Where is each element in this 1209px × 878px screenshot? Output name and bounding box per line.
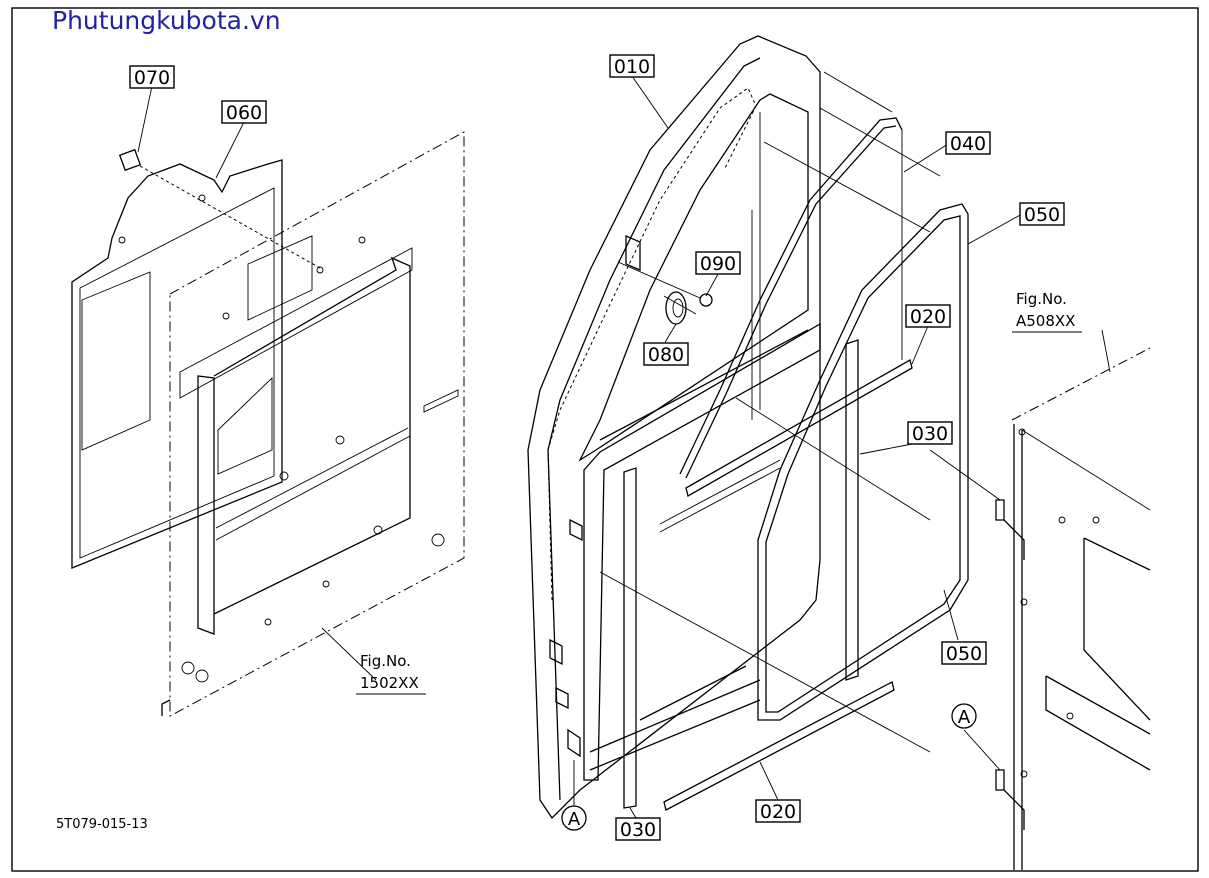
bolt-090 [617, 261, 713, 307]
svg-text:Fig.No.: Fig.No. [360, 652, 411, 670]
seal-strip-040 [679, 71, 903, 479]
svg-text:060: 060 [226, 102, 262, 124]
part-label-050-bottom: 050 [941, 641, 987, 665]
door-frame-010 [527, 35, 821, 820]
marker-a-right: A [951, 703, 977, 729]
svg-text:020: 020 [910, 306, 946, 328]
svg-text:A: A [958, 707, 971, 728]
channel-030-left [623, 467, 637, 809]
svg-text:030: 030 [912, 423, 948, 445]
drawing-frame [11, 7, 1199, 872]
mount-panel [161, 131, 465, 717]
part-label-030-left: 030 [615, 817, 661, 841]
drawing-code: 5T079-015-13 [56, 817, 148, 832]
watermark: Phutungkubota.vn [52, 6, 281, 35]
svg-text:030: 030 [620, 819, 656, 841]
svg-text:080: 080 [648, 344, 684, 366]
fig-ref-1502xx: Fig.No. 1502XX [356, 652, 426, 695]
part-label-040: 040 [945, 131, 991, 155]
svg-text:Fig.No.: Fig.No. [1016, 290, 1067, 308]
part-label-070: 070 [129, 65, 175, 89]
svg-text:020: 020 [760, 801, 796, 823]
strip-020-lower [663, 681, 895, 811]
svg-text:050: 050 [1024, 204, 1060, 226]
svg-text:A: A [568, 809, 581, 830]
svg-text:A508XX: A508XX [1016, 312, 1075, 330]
svg-text:010: 010 [614, 56, 650, 78]
svg-text:070: 070 [134, 67, 170, 89]
screen-panel-060 [71, 159, 283, 569]
latch-080 [663, 291, 697, 325]
part-label-010: 010 [609, 54, 655, 78]
strip-020-upper [659, 359, 913, 533]
svg-text:1502XX: 1502XX [360, 674, 419, 692]
window-pane-050 [757, 203, 969, 721]
marker-a-left: A [561, 760, 587, 831]
part-label-030-right: 030 [907, 421, 953, 445]
part-label-060: 060 [221, 100, 267, 124]
svg-text:040: 040 [950, 133, 986, 155]
channel-030-right [845, 339, 859, 681]
cab-body [929, 347, 1151, 870]
svg-text:050: 050 [946, 643, 982, 665]
part-label-080: 080 [643, 342, 689, 366]
part-label-090: 090 [695, 251, 741, 275]
part-label-050-top: 050 [1019, 202, 1065, 226]
fig-ref-a508xx: Fig.No. A508XX [1012, 290, 1082, 333]
knob-070 [118, 148, 321, 269]
svg-text:090: 090 [700, 253, 736, 275]
part-label-020-lower: 020 [755, 799, 801, 823]
part-label-020-upper: 020 [905, 304, 951, 328]
